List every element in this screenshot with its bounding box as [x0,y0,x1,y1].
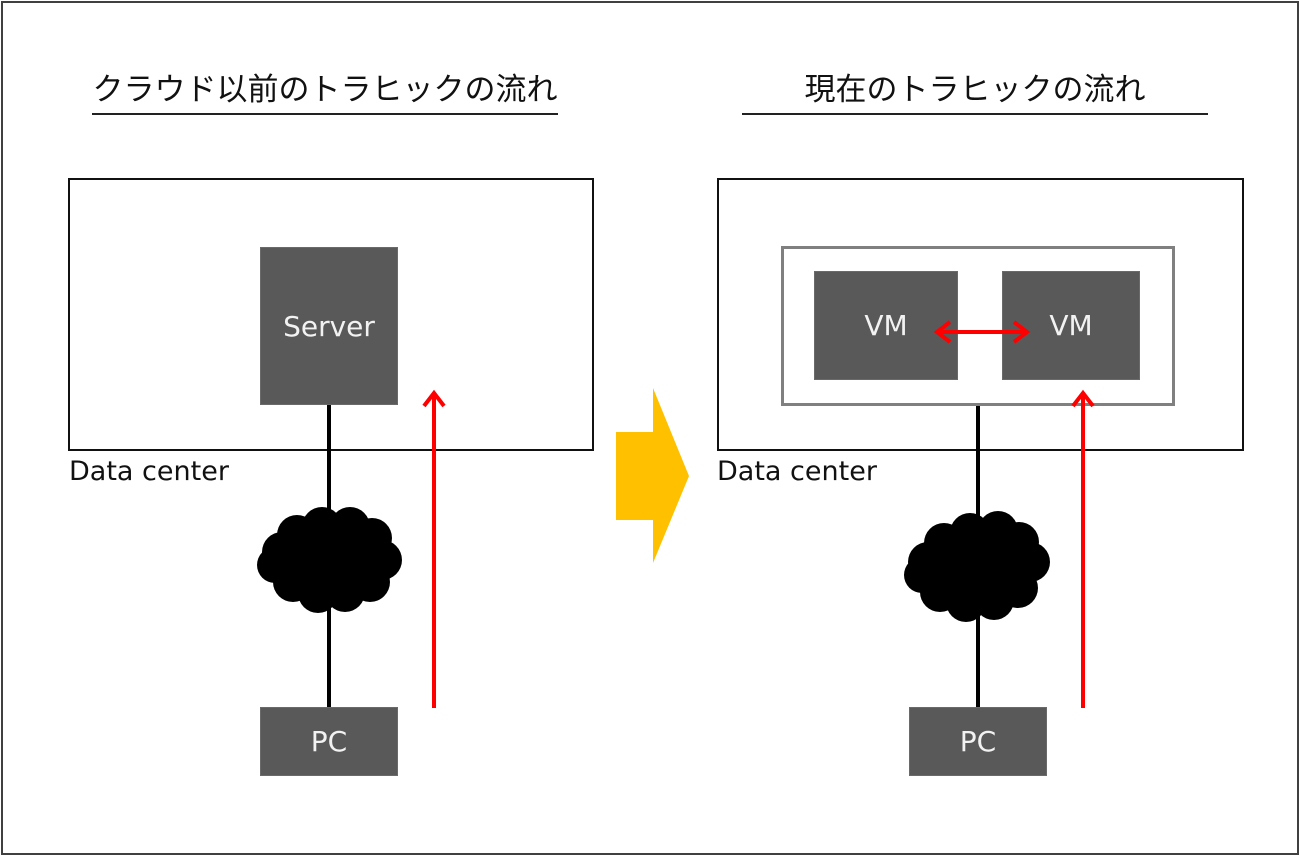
right-title-underline [742,113,1208,115]
right-pc-node: PC [909,707,1047,776]
server-label: Server [283,309,375,343]
server-node: Server [260,247,398,405]
left-panel-title: クラウド以前のトラヒックの流れ [92,72,558,108]
left-datacenter-label: Data center [69,456,229,487]
left-pc-node: PC [260,707,398,776]
left-title-underline [92,113,558,115]
left-pc-label: PC [310,725,348,758]
vm-node-1: VM [814,271,958,380]
vm-node-2: VM [1002,271,1140,380]
vm-label-1: VM [864,309,908,342]
vm-label-2: VM [1049,309,1093,342]
right-pc-label: PC [959,725,997,758]
right-panel-title: 現在のトラヒックの流れ [804,72,1146,108]
right-datacenter-label: Data center [717,456,877,487]
